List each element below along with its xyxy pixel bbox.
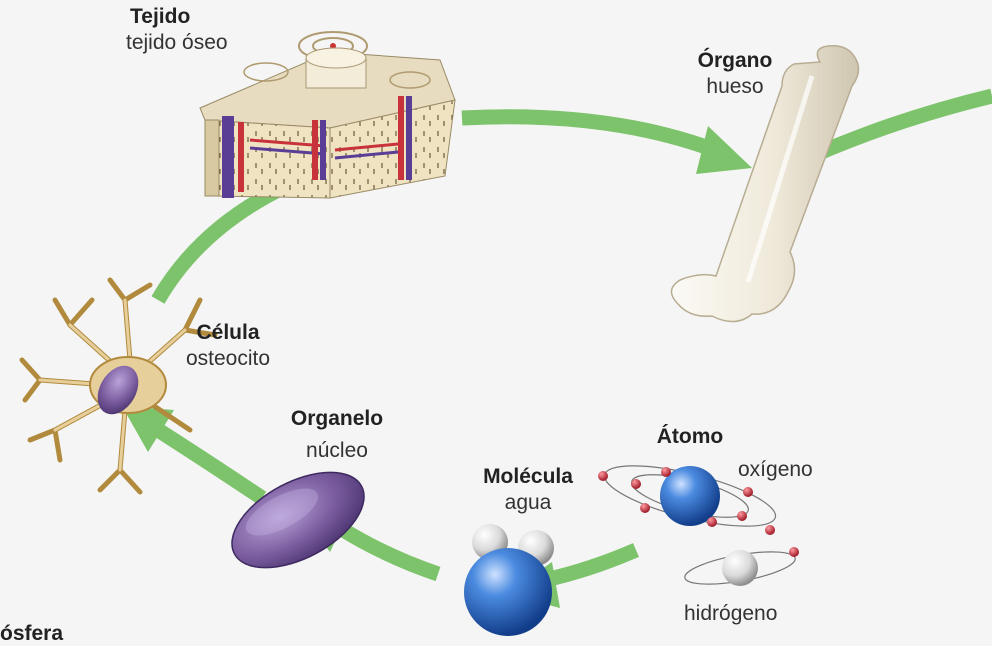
arrow-organ-to-next	[809, 88, 992, 163]
label-tejido: Tejido tejido óseo	[118, 4, 268, 56]
label-organelo: Organelo núcleo	[272, 406, 402, 464]
label-molecula-title: Molécula	[483, 465, 573, 488]
nucleus-illustration	[231, 471, 365, 569]
bone-illustration	[670, 44, 860, 323]
label-celula-sub: osteocito	[185, 347, 271, 370]
label-molecula: Molécula agua	[458, 464, 598, 516]
arrow-tissue-to-organ	[461, 109, 752, 174]
label-molecula-sub: agua	[504, 491, 552, 514]
label-celula-title: Célula	[196, 321, 260, 344]
label-atomo: Átomo	[640, 424, 740, 450]
label-organelo-title: Organelo	[290, 407, 384, 430]
label-organo-sub: hueso	[706, 75, 764, 98]
bone-tissue-illustration	[199, 31, 456, 199]
label-organo: Órgano hueso	[680, 48, 790, 100]
label-atomo-title: Átomo	[656, 425, 724, 448]
label-tejido-sub: tejido óseo	[126, 31, 228, 54]
arrow-organelle-to-cell	[122, 406, 267, 505]
label-oxigeno: oxígeno	[738, 458, 813, 481]
label-celula: Célula osteocito	[168, 320, 288, 372]
label-organelo-sub: núcleo	[306, 439, 368, 462]
hydrogen-atom-illustration	[684, 547, 799, 586]
label-tejido-title: Tejido	[130, 5, 191, 28]
oxygen-atom-illustration	[598, 465, 777, 535]
osteocyte-cell-illustration	[19, 277, 218, 495]
label-cut-off: ósfera	[0, 622, 64, 645]
label-organo-title: Órgano	[697, 49, 773, 72]
label-hidrogeno: hidrógeno	[684, 602, 778, 625]
water-molecule-illustration	[464, 524, 554, 636]
